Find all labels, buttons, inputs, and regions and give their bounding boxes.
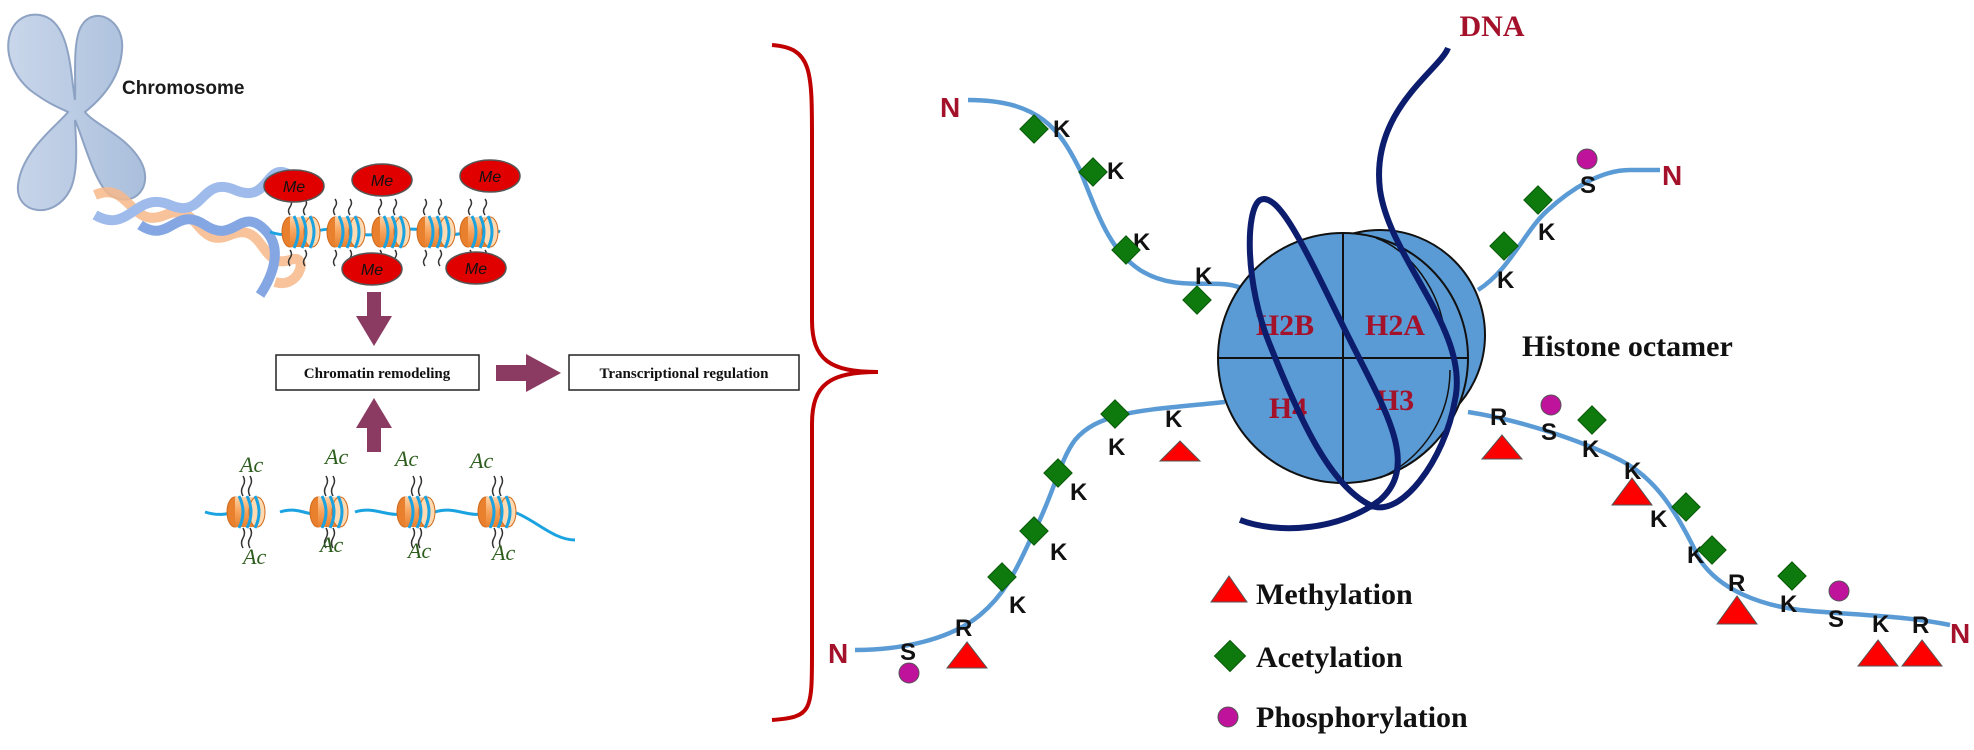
acetyl-tag-8: Ac <box>490 540 515 565</box>
chromatin-remodeling-box <box>275 354 480 391</box>
histone-h2a: H2A <box>1365 309 1425 342</box>
residue-s: S <box>1828 606 1844 633</box>
acetylation-diamond <box>1043 458 1073 488</box>
phosphorylation-dot <box>1828 580 1850 602</box>
residue-k: K <box>1650 506 1668 533</box>
n-terminus-bottom-right: N <box>1950 618 1970 649</box>
phosphorylation-dot <box>1540 394 1562 416</box>
legend-acetylation-label: Acetylation <box>1256 641 1403 674</box>
methylation-triangle <box>1856 639 1900 667</box>
acetyl-tag-1: Ac <box>238 452 263 477</box>
acetyl-tags: Ac Ac Ac Ac Ac Ac Ac Ac <box>238 444 515 569</box>
curly-brace <box>771 43 879 722</box>
phosphorylation-marks <box>898 148 1850 728</box>
n-terminus-top-left: N <box>940 92 960 123</box>
acetyl-tag-7: Ac <box>406 538 431 563</box>
phosphorylation-dot <box>898 662 920 684</box>
acetylation-diamond <box>1671 492 1701 522</box>
residue-s: S <box>900 639 916 666</box>
chromatin-remodeling-label: Chromatin remodeling <box>304 366 451 382</box>
residue-k: K <box>1497 267 1515 294</box>
transcriptional-regulation-label: Transcriptional regulation <box>599 366 769 382</box>
residue-k: K <box>1165 406 1183 433</box>
residue-labels: K K K K S K K K K K K K R S R S K K K K … <box>900 116 1929 666</box>
methyl-tags: Me Me Me Me Me <box>263 159 521 286</box>
histone-labels: H2B H2A H4 H3 <box>1256 309 1426 425</box>
legend-diamond <box>1213 639 1247 673</box>
residue-k: K <box>1538 219 1556 246</box>
methyl-tag-1: Me <box>283 179 305 196</box>
legend-methylation-label: Methylation <box>1256 578 1413 611</box>
residue-k: K <box>1195 263 1213 290</box>
acetylation-diamond <box>1019 516 1049 546</box>
methylation-triangle <box>1611 477 1653 506</box>
chromosome-shape <box>7 13 147 212</box>
acetylation-diamond <box>1489 231 1519 261</box>
methyl-tag-2: Me <box>371 173 393 190</box>
acetylation-diamond <box>1182 285 1212 315</box>
acetylated-chromatin <box>204 475 576 549</box>
acetyl-tag-2: Ac <box>323 444 348 469</box>
acetylation-diamond <box>1100 399 1130 429</box>
up-arrow <box>356 398 392 452</box>
right-arrow <box>496 354 561 392</box>
acetyl-tag-5: Ac <box>241 544 266 569</box>
acetyl-tag-6: Ac <box>318 532 343 557</box>
methyl-tag-3: Me <box>479 169 501 186</box>
dna-label: DNA <box>1460 10 1525 43</box>
acetylation-diamond <box>1523 185 1553 215</box>
legend-phosphorylation-label: Phosphorylation <box>1256 701 1468 734</box>
methyl-tag-5: Me <box>465 261 487 278</box>
residue-r: R <box>955 615 972 642</box>
residue-k: K <box>1070 479 1088 506</box>
chromosome-label: Chromosome <box>122 78 244 99</box>
residue-k: K <box>1107 158 1125 185</box>
residue-k: K <box>1050 539 1068 566</box>
acetyl-tag-4: Ac <box>468 448 493 473</box>
residue-k: K <box>1872 611 1890 638</box>
methylation-triangle <box>1900 639 1944 667</box>
methylation-triangle <box>945 641 989 669</box>
residue-k: K <box>1053 116 1071 143</box>
acetylation-diamond <box>1577 405 1607 435</box>
acetyl-tag-3: Ac <box>393 446 418 471</box>
phosphorylation-dot <box>1576 148 1598 170</box>
residue-k: K <box>1780 591 1798 618</box>
acetylation-marks <box>987 114 1807 673</box>
n-terminus-bottom-left: N <box>828 638 848 669</box>
residue-r: R <box>1490 404 1507 431</box>
methylation-marks <box>945 434 1944 669</box>
legend: Methylation Acetylation Phosphorylation <box>1256 578 1468 734</box>
acetylation-diamond <box>1697 535 1727 565</box>
residue-r: R <box>1912 612 1929 639</box>
residue-s: S <box>1580 172 1596 199</box>
methylation-triangle <box>1480 434 1524 460</box>
residue-k: K <box>1108 434 1126 461</box>
histone-octamer <box>1217 229 1486 484</box>
legend-triangle <box>1210 575 1248 603</box>
residue-k: K <box>1582 436 1600 463</box>
dna-strand <box>1238 46 1460 532</box>
down-arrow <box>356 292 392 346</box>
n-terminus-top-right: N <box>1662 160 1682 191</box>
legend-dot <box>1217 706 1239 728</box>
methyl-tag-4: Me <box>361 262 383 279</box>
acetylation-diamond <box>987 562 1017 592</box>
acetylation-diamond <box>1777 561 1807 591</box>
n-termini: N N N N <box>828 92 1970 669</box>
residue-s: S <box>1541 419 1557 446</box>
acetylation-diamond <box>1078 157 1108 187</box>
residue-r: R <box>1728 570 1745 597</box>
transcriptional-regulation-box <box>568 354 800 391</box>
acetylation-diamond <box>1111 235 1141 265</box>
residue-k: K <box>1624 458 1642 485</box>
residue-k: K <box>1009 592 1027 619</box>
methylation-triangle <box>1716 595 1758 625</box>
histone-octamer-label: Histone octamer <box>1522 330 1733 363</box>
methylation-triangle <box>1158 440 1202 462</box>
acetylation-diamond <box>1019 114 1049 144</box>
